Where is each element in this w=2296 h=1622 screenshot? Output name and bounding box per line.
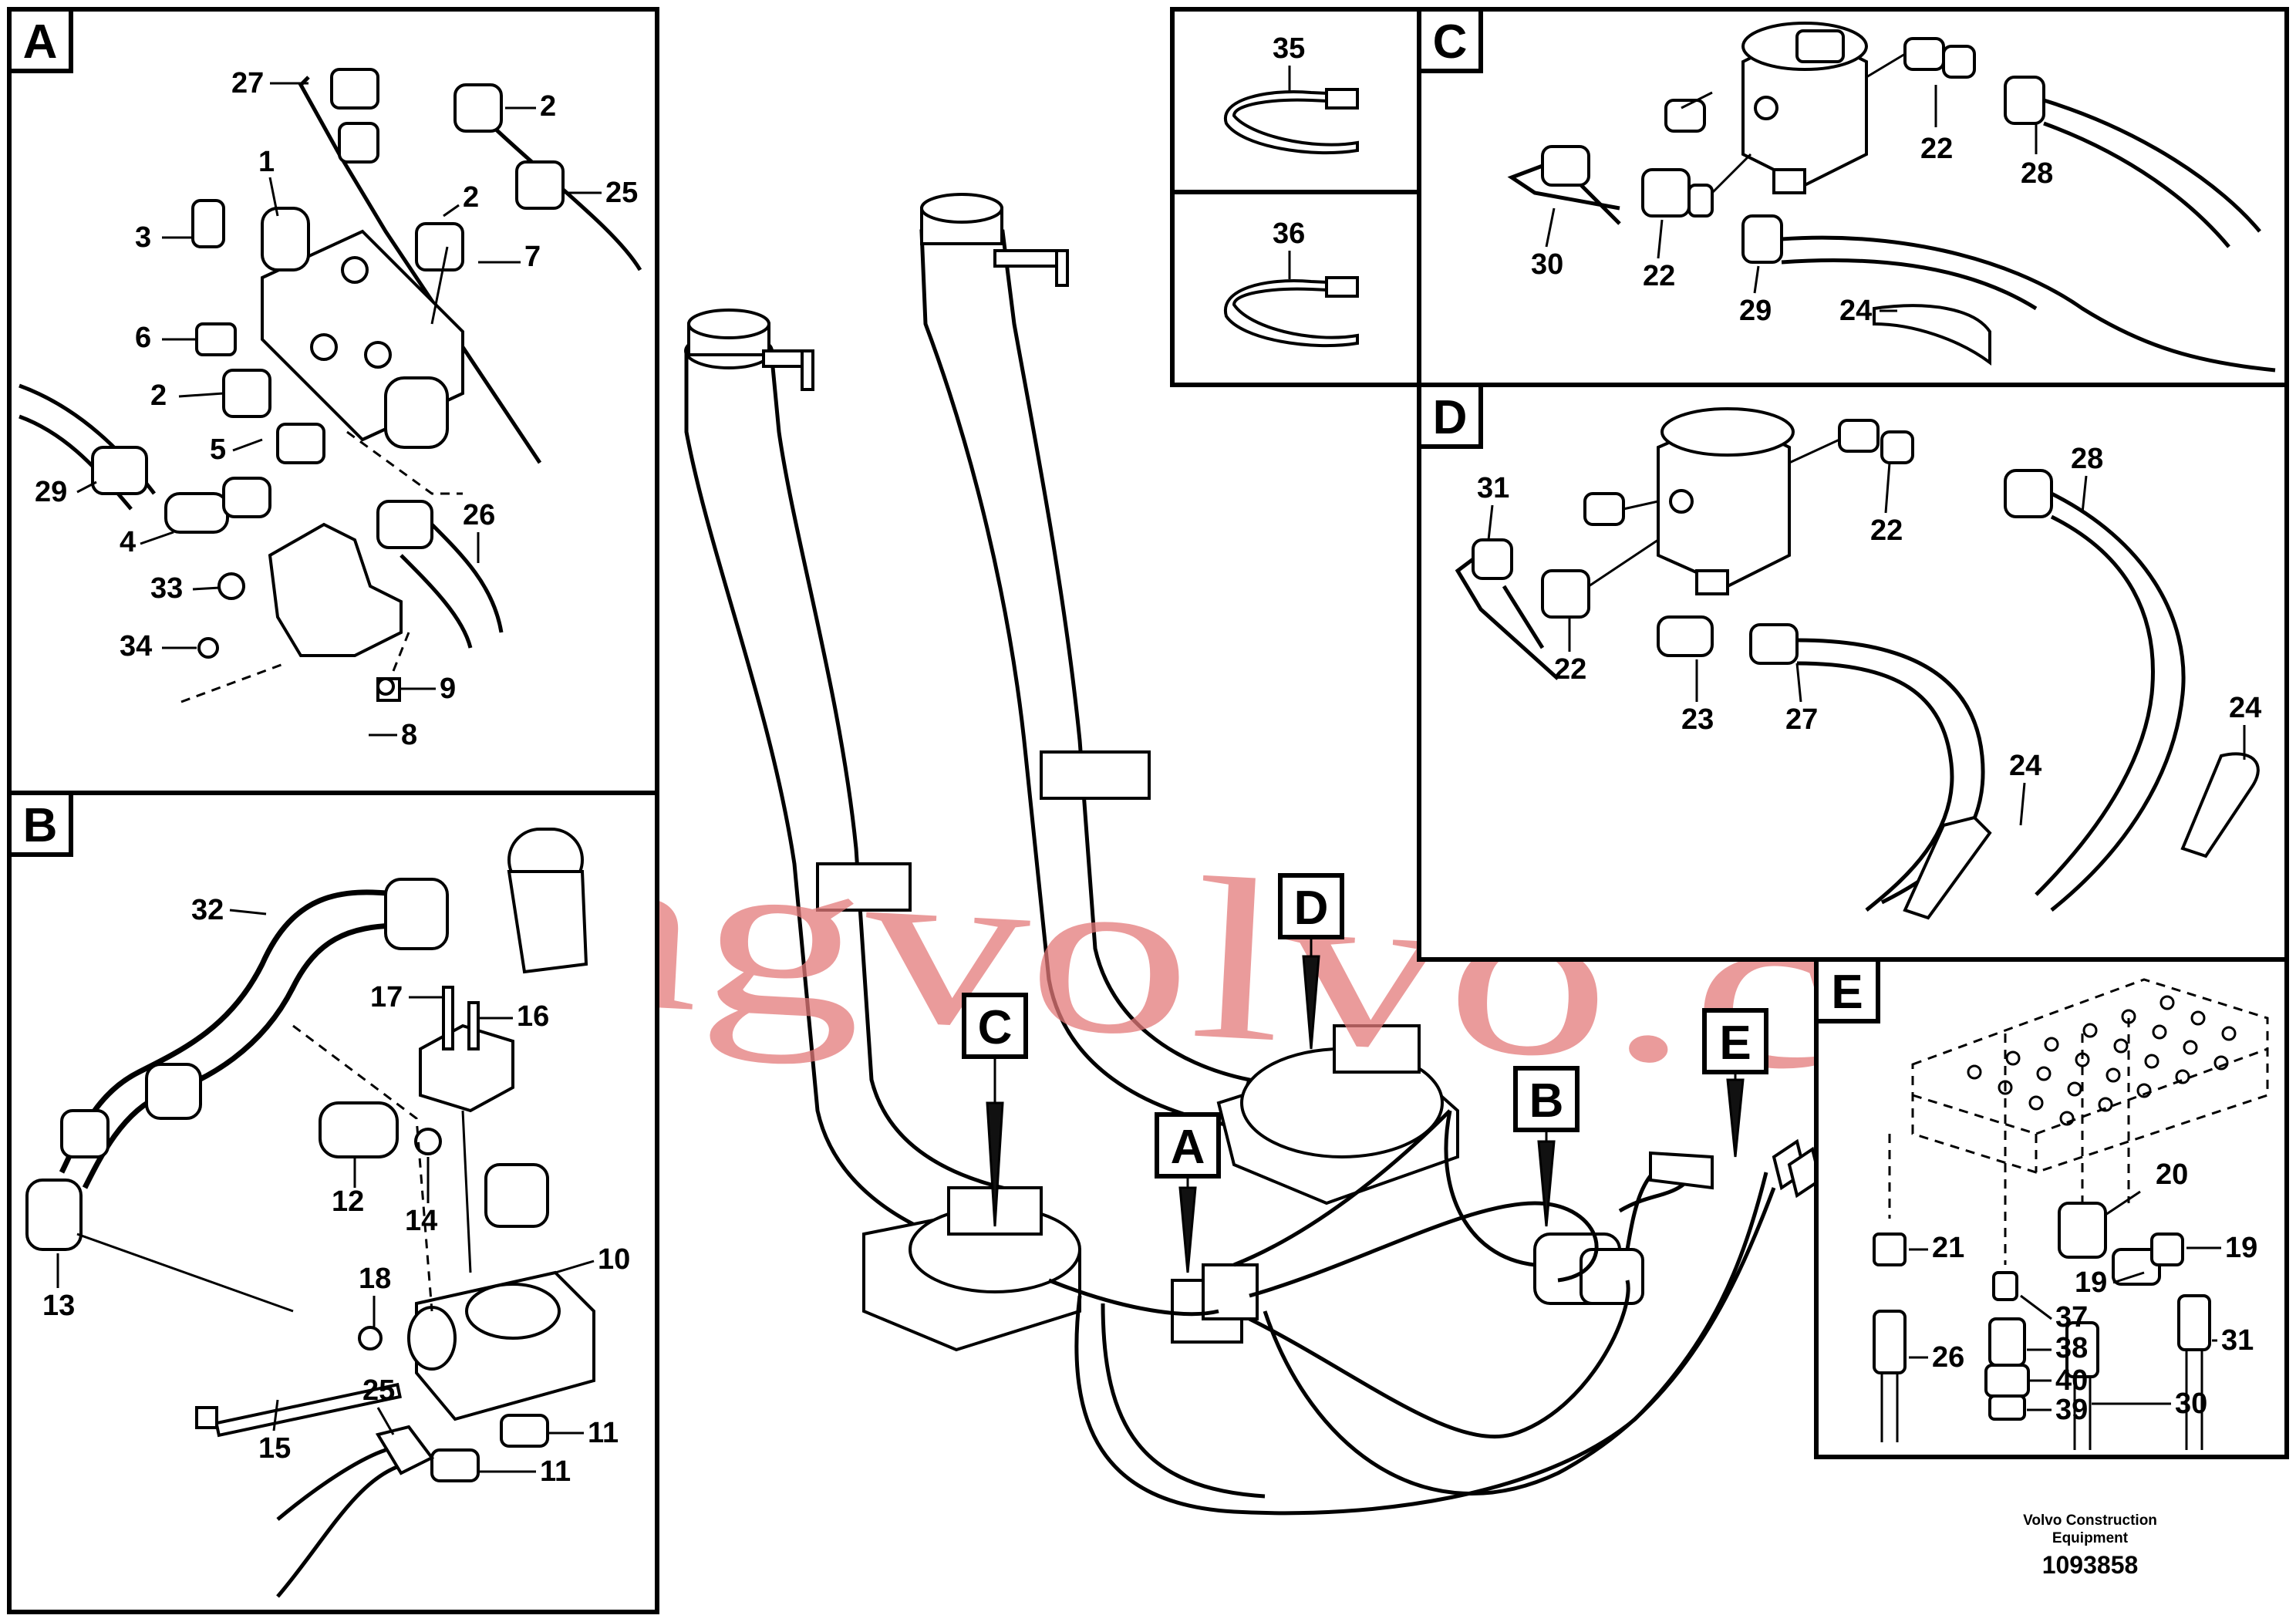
callout-5: 5: [210, 433, 226, 466]
callout-22: 22: [1870, 514, 1903, 547]
callout-24: 24: [2009, 750, 2041, 782]
callout-33: 33: [150, 572, 183, 605]
panel-d: D 31 22 28 22 23: [1417, 383, 2289, 962]
callout-26: 26: [1932, 1341, 1964, 1374]
callout-28: 28: [2021, 157, 2053, 190]
callout-26: 26: [463, 499, 495, 531]
panel-a-letter: A: [23, 15, 58, 69]
callout-29: 29: [35, 476, 67, 508]
callout-11: 11: [540, 1455, 571, 1488]
callout-22: 22: [1554, 653, 1586, 686]
callout-9: 9: [440, 673, 456, 705]
callout-13: 13: [42, 1290, 75, 1322]
callout-2: 2: [463, 181, 479, 214]
callout-25: 25: [362, 1374, 395, 1407]
callout-6: 6: [135, 322, 151, 354]
callout-36: 36: [1273, 218, 1305, 250]
brand-line-2: Equipment: [2052, 1530, 2129, 1546]
panel-a: A: [7, 7, 659, 795]
callout-19: 19: [2075, 1266, 2107, 1299]
callout-21: 21: [1932, 1232, 1964, 1264]
callout-18: 18: [359, 1263, 391, 1295]
callout-24: 24: [2229, 692, 2261, 724]
locator-tag-a: A: [1155, 1112, 1221, 1273]
callout-17: 17: [370, 981, 403, 1013]
callout-32: 32: [191, 894, 224, 926]
callout-8: 8: [401, 719, 417, 751]
callout-16: 16: [517, 1000, 549, 1033]
locator-tag-c: C: [962, 993, 1028, 1227]
callout-12: 12: [332, 1185, 364, 1218]
callout-23: 23: [1681, 703, 1714, 736]
callout-27: 27: [1785, 703, 1818, 736]
callout-2: 2: [540, 90, 556, 123]
callout-28: 28: [2071, 443, 2103, 475]
callout-34: 34: [120, 630, 152, 663]
panel-tie-35: 35: [1170, 7, 1421, 194]
drawing-number: 1093858: [2042, 1551, 2139, 1579]
locator-tag-b: B: [1513, 1066, 1580, 1227]
callout-29: 29: [1739, 295, 1772, 327]
panel-tie-36: 36: [1170, 190, 1421, 387]
svg-text:E: E: [1719, 1017, 1751, 1070]
svg-text:A: A: [1171, 1121, 1205, 1174]
callout-31: 31: [2221, 1324, 2254, 1357]
callout-15: 15: [258, 1432, 291, 1465]
callout-30: 30: [2175, 1388, 2207, 1420]
panel-b: B 32 17: [7, 791, 659, 1614]
callout-24: 24: [1839, 295, 1872, 327]
svg-text:B: B: [1529, 1074, 1564, 1128]
callout-37: 37: [2055, 1301, 2088, 1334]
callout-39: 39: [2055, 1394, 2088, 1426]
panel-c: C 22 28 30 22 29: [1417, 7, 2289, 387]
callout-27: 27: [231, 67, 264, 99]
callout-19: 19: [2225, 1232, 2257, 1264]
callout-7: 7: [524, 241, 541, 273]
callout-31: 31: [1477, 472, 1509, 504]
callout-25: 25: [605, 177, 638, 209]
callout-11: 11: [588, 1417, 619, 1449]
panel-e: E: [1814, 957, 2289, 1459]
callout-4: 4: [120, 526, 136, 558]
panel-c-letter: C: [1433, 15, 1468, 69]
callout-22: 22: [1920, 133, 1953, 165]
locator-tag-e: E: [1702, 1008, 1768, 1158]
svg-text:C: C: [978, 1001, 1013, 1054]
callout-40: 40: [2055, 1364, 2088, 1397]
panel-d-letter: D: [1433, 391, 1468, 444]
panel-b-letter: B: [23, 799, 58, 852]
panel-e-letter: E: [1831, 966, 1863, 1019]
svg-text:D: D: [1294, 882, 1329, 935]
callout-35: 35: [1273, 32, 1305, 65]
callout-2: 2: [150, 379, 167, 412]
brand-line-1: Volvo Construction: [2023, 1512, 2157, 1529]
locator-tag-d: D: [1278, 873, 1344, 1050]
callout-22: 22: [1643, 260, 1675, 292]
callout-1: 1: [258, 146, 275, 178]
callout-3: 3: [135, 221, 151, 254]
callout-30: 30: [1531, 248, 1563, 281]
main-assembly: [684, 193, 1822, 1516]
callout-20: 20: [2156, 1158, 2188, 1191]
callout-38: 38: [2055, 1332, 2088, 1364]
callout-10: 10: [598, 1243, 630, 1276]
callout-14: 14: [405, 1205, 437, 1237]
